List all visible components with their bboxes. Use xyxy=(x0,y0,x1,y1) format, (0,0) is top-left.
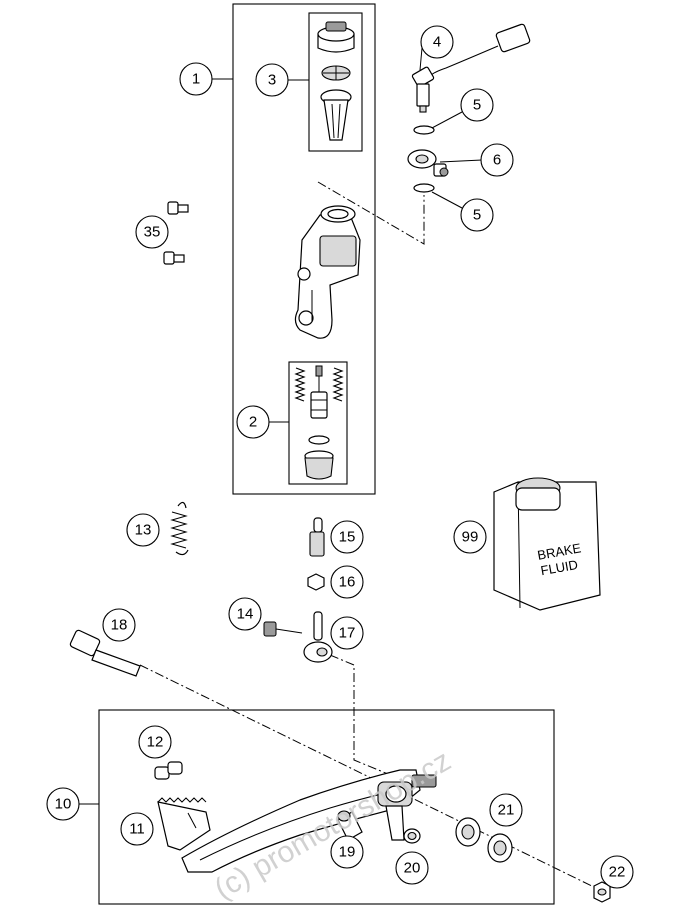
svg-text:10: 10 xyxy=(55,796,72,813)
callout-4: 4 xyxy=(420,25,454,59)
bottle-label-line-2: FLUID xyxy=(539,557,579,578)
callout-2: 2 xyxy=(236,405,270,439)
svg-text:5: 5 xyxy=(473,207,481,224)
callout-1: 1 xyxy=(179,62,213,96)
callout-15: 15 xyxy=(330,520,364,554)
svg-text:35: 35 xyxy=(144,224,161,241)
svg-text:12: 12 xyxy=(147,734,164,751)
callout-17: 17 xyxy=(330,616,364,650)
part-5-washer-upper xyxy=(413,125,435,135)
svg-text:6: 6 xyxy=(493,152,501,169)
part-14-bolt xyxy=(263,621,303,637)
assembly-frame-2 xyxy=(288,361,348,485)
part-17-clevis xyxy=(303,611,333,663)
svg-text:19: 19 xyxy=(339,844,356,861)
svg-text:14: 14 xyxy=(237,606,254,623)
svg-text:1: 1 xyxy=(192,71,200,88)
callout-14: 14 xyxy=(228,597,262,631)
svg-text:99: 99 xyxy=(462,529,479,546)
part-22-nut xyxy=(593,881,611,903)
callout-5-upper: 5 xyxy=(460,88,494,122)
svg-text:22: 22 xyxy=(609,864,626,881)
part-4-brake-switch xyxy=(411,23,531,113)
svg-text:13: 13 xyxy=(135,522,152,539)
axis-line-cylinder xyxy=(317,181,425,245)
part-10-brake-pedal xyxy=(181,769,437,873)
part-5-washer-lower xyxy=(413,183,435,193)
part-35-bolt-lower xyxy=(163,251,185,265)
svg-text:5: 5 xyxy=(473,97,481,114)
callout-12: 12 xyxy=(138,725,172,759)
svg-text:15: 15 xyxy=(339,529,356,546)
axis-line-pushrod xyxy=(329,654,411,784)
callout-3: 3 xyxy=(255,63,289,97)
callout-6: 6 xyxy=(480,143,514,177)
part-16-nut xyxy=(307,573,325,591)
part-6-banjo-fitting xyxy=(407,149,449,177)
callout-13: 13 xyxy=(126,513,160,547)
part-19-bushing xyxy=(337,810,363,841)
svg-text:2: 2 xyxy=(249,414,257,431)
callout-18: 18 xyxy=(102,608,136,642)
svg-text:4: 4 xyxy=(433,34,441,51)
callout-5-lower: 5 xyxy=(460,198,494,232)
callout-22: 22 xyxy=(600,855,634,889)
part-11-pedal-tip xyxy=(157,797,211,851)
callout-10: 10 xyxy=(46,787,80,821)
part-21-bearing-right xyxy=(487,833,513,863)
part-15-pushrod xyxy=(309,517,325,557)
part-35-bolt-upper xyxy=(167,201,189,215)
svg-text:18: 18 xyxy=(111,617,128,634)
brake-master-cylinder xyxy=(294,205,361,339)
callout-99: 99 xyxy=(453,520,487,554)
callout-16: 16 xyxy=(330,565,364,599)
svg-text:3: 3 xyxy=(268,72,276,89)
part-99-brake-fluid-bottle: BRAKE FLUID xyxy=(493,477,601,611)
svg-text:20: 20 xyxy=(404,860,421,877)
part-3-reservoir-kit xyxy=(317,21,355,141)
part-12-screws xyxy=(154,761,183,780)
part-2-piston-kit xyxy=(294,365,344,480)
part-21-bearing-left xyxy=(455,817,481,847)
callout-35: 35 xyxy=(135,215,169,249)
svg-text:17: 17 xyxy=(339,625,356,642)
svg-text:21: 21 xyxy=(498,802,515,819)
assembly-frame-1 xyxy=(232,3,376,495)
part-20-seal xyxy=(403,828,421,844)
callout-21: 21 xyxy=(489,793,523,827)
svg-text:16: 16 xyxy=(339,574,356,591)
part-13-return-spring xyxy=(170,501,189,556)
callout-20: 20 xyxy=(395,851,429,885)
assembly-frame-10 xyxy=(98,709,555,905)
leader-lines xyxy=(79,47,483,829)
svg-text:11: 11 xyxy=(129,821,145,838)
assembly-frame-3 xyxy=(308,12,363,152)
callout-19: 19 xyxy=(330,835,364,869)
part-18-pivot-bolt xyxy=(69,629,141,677)
callout-11: 11 xyxy=(120,812,154,846)
